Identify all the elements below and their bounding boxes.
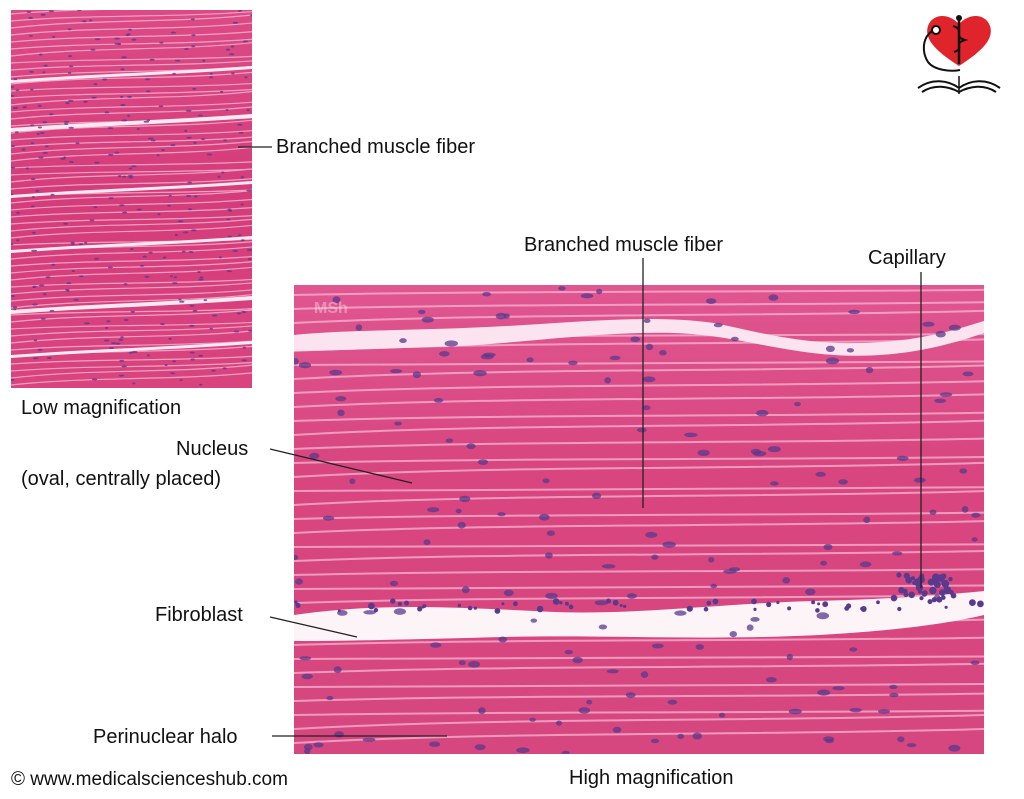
low-magnification-micrograph [11, 10, 252, 388]
label-nucleus: Nucleus [176, 438, 249, 460]
label-capillary: Capillary [868, 247, 946, 269]
caption-high-magnification: High magnification [569, 767, 734, 789]
label-nucleus-detail: (oval, centrally placed) [21, 468, 222, 490]
label-high-branched-fiber: Branched muscle fiber [524, 234, 723, 256]
watermark-text: MSh [314, 300, 348, 317]
label-fibroblast: Fibroblast [155, 604, 243, 626]
high-magnification-micrograph [294, 285, 984, 754]
heart-stethoscope-book-icon [914, 8, 1004, 96]
label-low-branched-fiber: Branched muscle fiber [276, 136, 475, 158]
caption-low-magnification: Low magnification [21, 397, 182, 419]
copyright-text: © www.medicalscienceshub.com [11, 769, 288, 790]
label-perinuclear-halo: Perinuclear halo [93, 726, 238, 748]
